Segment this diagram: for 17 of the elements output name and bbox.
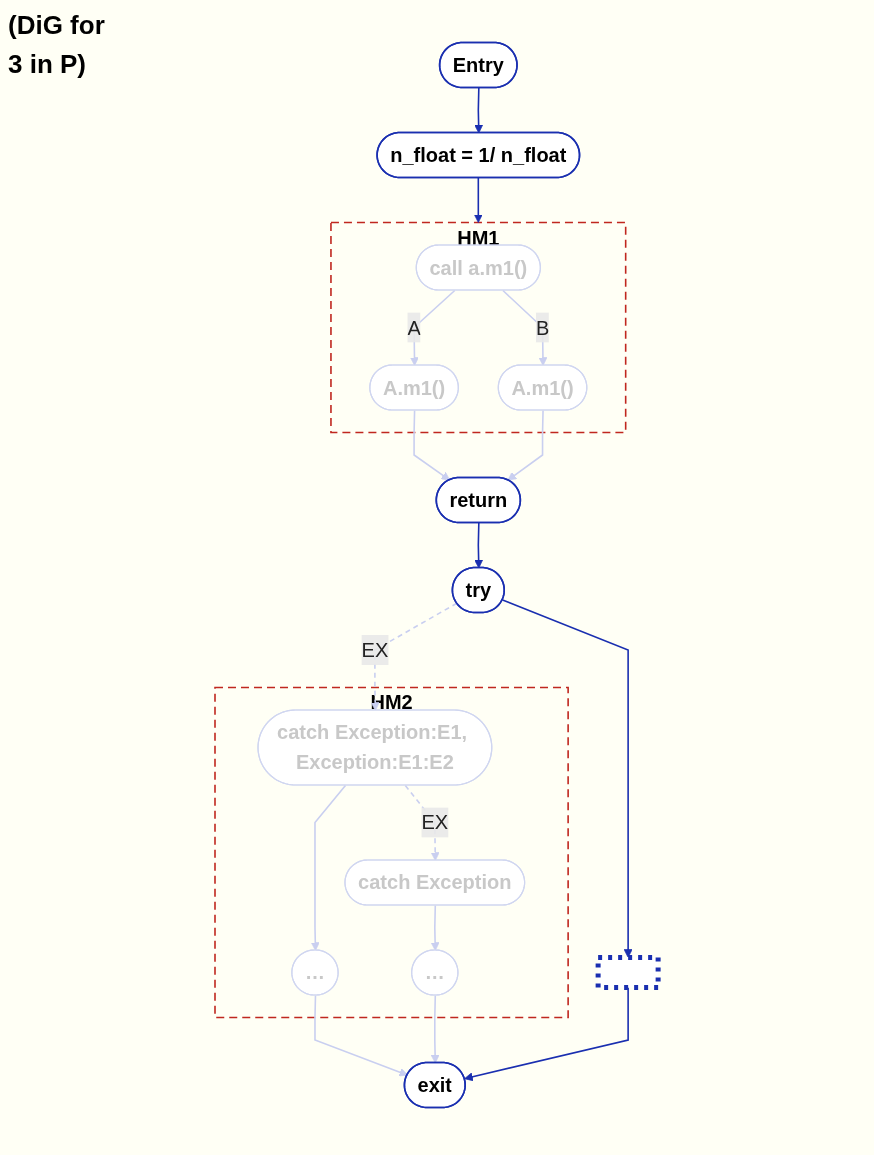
edge-label: EX bbox=[421, 811, 449, 834]
arrow bbox=[474, 522, 484, 569]
arrow bbox=[507, 409, 545, 481]
arrow bbox=[371, 602, 459, 711]
arrow bbox=[431, 994, 440, 1064]
node-bar bbox=[596, 955, 662, 990]
arrow bbox=[474, 87, 484, 134]
arrow bbox=[474, 176, 484, 223]
edge-label: B bbox=[536, 316, 550, 339]
arrow bbox=[314, 994, 409, 1077]
arrow bbox=[431, 904, 440, 951]
edge-label: EX bbox=[361, 639, 389, 661]
edge-label: A bbox=[407, 316, 422, 339]
arrow bbox=[413, 409, 451, 481]
note-text: 3 in P) bbox=[8, 48, 87, 81]
arrow bbox=[311, 784, 347, 951]
note-text: (DiG for bbox=[8, 9, 105, 42]
